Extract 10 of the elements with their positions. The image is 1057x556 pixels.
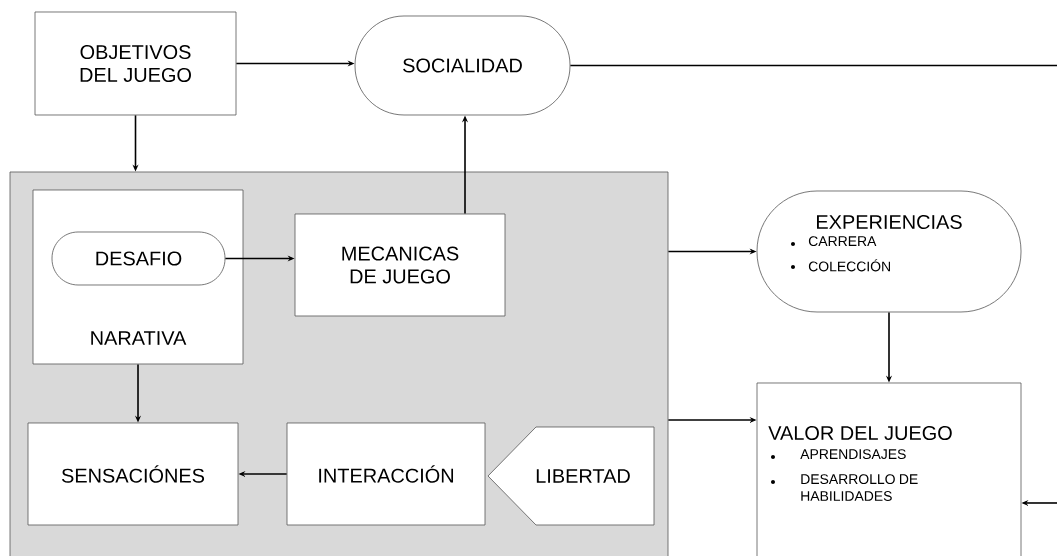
process-box: VALOR DEL JUEGO APRENDISAJES DESARROLLO DE HABILIDADES bbox=[756, 382, 1022, 556]
rounded-box: DESAFIO bbox=[51, 231, 226, 286]
process-box: OBJETIVOS DEL JUEGO bbox=[34, 11, 237, 116]
pointed-box: LIBERTAD bbox=[487, 426, 655, 526]
connector-line bbox=[569, 64, 1057, 67]
rounded-box: SOCIALIDAD bbox=[354, 15, 571, 116]
rounded-box: EXPERIENCIAS CARRERA COLECCIÓN bbox=[756, 190, 1022, 313]
process-box: MECANICAS DE JUEGO bbox=[294, 213, 506, 317]
process-box: INTERACCIÓN bbox=[286, 422, 486, 526]
process-box: SENSACIÓNES bbox=[27, 422, 239, 526]
